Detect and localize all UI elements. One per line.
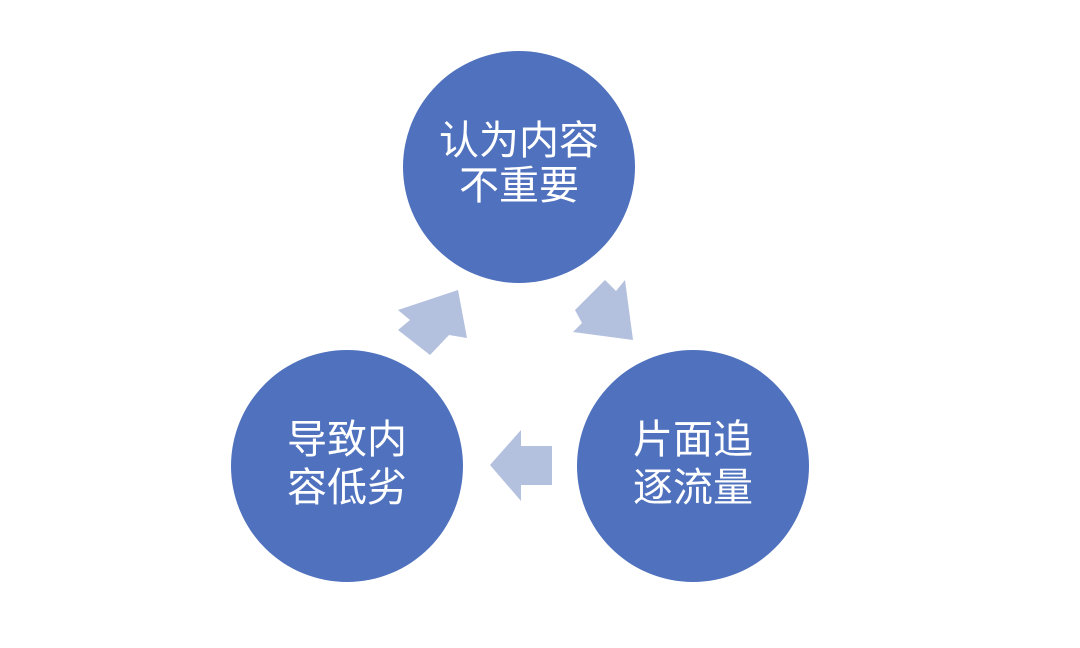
arrow-left-to-top — [398, 290, 467, 355]
node-left: 导致内 容低劣 — [231, 350, 463, 582]
node-right: 片面追 逐流量 — [577, 350, 809, 582]
node-left-line-2: 容低劣 — [287, 465, 407, 511]
node-right-line-1: 片面追 — [633, 417, 753, 463]
node-right-circle — [577, 350, 809, 582]
node-top-line-2: 不重要 — [459, 163, 579, 209]
arrow-top-to-right — [573, 280, 633, 340]
node-right-line-2: 逐流量 — [633, 465, 753, 511]
node-left-circle — [231, 350, 463, 582]
node-left-line-1: 导致内 — [287, 417, 407, 463]
arrow-right-to-left — [490, 430, 552, 501]
node-top-line-1: 认为内容 — [439, 118, 599, 164]
node-top: 认为内容 不重要 — [403, 51, 635, 283]
node-top-circle — [403, 51, 635, 283]
